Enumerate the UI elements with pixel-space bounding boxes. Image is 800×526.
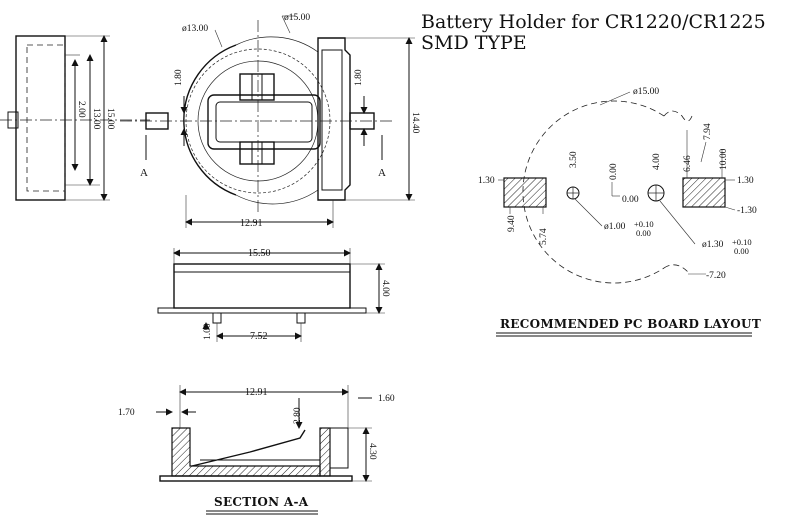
section-contact: 2.80 (293, 407, 303, 424)
side-view-hidden-outline (26, 44, 66, 192)
section-base (159, 475, 353, 482)
pcb-layout: ø15.00 1.30 9.40 5.74 3.50 0.00 0.00 ø1.… (478, 87, 761, 337)
top-view-top-tab (239, 73, 275, 101)
top-view-right-bracket (317, 37, 351, 201)
pcb-hole2-tol-zero: 0.00 (734, 246, 749, 256)
section-height: 4.30 (367, 443, 377, 460)
drawing-subtitle: SMD TYPE (421, 32, 527, 54)
side-view: 2.00 13.00 15.00 (0, 35, 150, 201)
top-view-dia-15: ø15.00 (284, 13, 310, 23)
top-view-tab-left: 1.80 (174, 69, 184, 86)
section-width: 12.91 (245, 387, 268, 398)
pcb-dia: ø15.00 (633, 87, 659, 97)
pcb-hole2-dia: ø1.30 (702, 240, 724, 250)
pcb-pad-right (682, 177, 726, 208)
pcb-left-pad-height: 1.30 (478, 176, 495, 186)
pcb-hole1-tol-plus: +0.10 (634, 219, 654, 229)
pcb-left-pad-y: 9.40 (507, 215, 517, 232)
pcb-right-pad-a: 6.46 (683, 155, 693, 172)
front-view-base (157, 307, 367, 314)
section-contact-spring (191, 429, 306, 467)
pcb-origin-y: 0.00 (622, 195, 639, 205)
section-marker-right: A (378, 167, 386, 179)
top-view-height: 14.40 (410, 112, 420, 134)
side-view-dim-15: 15.00 (105, 108, 115, 130)
front-view-pin-offset: 1.00 (203, 323, 213, 340)
front-view-pin-left (212, 312, 222, 324)
drawing-title: Battery Holder for CR1220/CR1225 (421, 11, 766, 33)
top-view-dia-13: ø13.00 (182, 24, 208, 34)
pcb-left-pad-x: 5.74 (539, 228, 549, 245)
pcb-bottom-dim: -7.20 (706, 271, 726, 281)
pcb-pad-left (503, 177, 547, 208)
side-view-body (15, 35, 66, 201)
pcb-right-pad-b: 7.94 (703, 123, 713, 140)
section-right-wall: 1.60 (378, 394, 395, 404)
front-view-length: 15.50 (248, 248, 271, 259)
top-view-bottom-tab (239, 141, 275, 165)
pcb-right-pad-c: 10.00 (719, 148, 729, 170)
pcb-right-pad-h-top: 1.30 (737, 176, 754, 186)
front-view-pin-spacing: 7.52 (250, 331, 268, 342)
section-view: 12.91 1.70 1.60 2.80 4.30 SECTION A-A (118, 385, 395, 515)
pcb-hole1-x: 3.50 (569, 151, 579, 168)
section-caption: SECTION A-A (214, 495, 309, 509)
section-left-wall: 1.70 (118, 408, 135, 418)
front-view-body (173, 263, 351, 309)
pcb-right-pad-h-bot: -1.30 (737, 206, 757, 216)
pcb-hole2-x: 4.00 (652, 153, 662, 170)
top-view: A A ø13.00 ø15.00 1.80 1.80 12.91 14.40 (120, 13, 420, 229)
side-view-dim-2: 2.00 (76, 101, 86, 118)
front-view-pin-right (296, 312, 306, 324)
pcb-origin-x: 0.00 (609, 163, 619, 180)
section-hatched-body (171, 427, 321, 477)
pcb-hole1-dia: ø1.00 (604, 222, 626, 232)
top-view-tab-right: 1.80 (354, 69, 364, 86)
pcb-hole2-tol-plus: +0.10 (732, 237, 752, 247)
front-view-height: 4.00 (380, 280, 390, 297)
pcb-caption: RECOMMENDED PC BOARD LAYOUT (500, 317, 761, 331)
top-view-outer-arc-left (183, 44, 237, 196)
front-view: 15.50 4.00 1.00 7.52 (157, 248, 390, 342)
top-view-contact-spring (207, 94, 321, 150)
pcb-hole1-tol-zero: 0.00 (636, 228, 651, 238)
top-view-width: 12.91 (240, 218, 263, 229)
side-view-dim-13: 13.00 (91, 108, 101, 130)
section-marker-left: A (140, 167, 148, 179)
